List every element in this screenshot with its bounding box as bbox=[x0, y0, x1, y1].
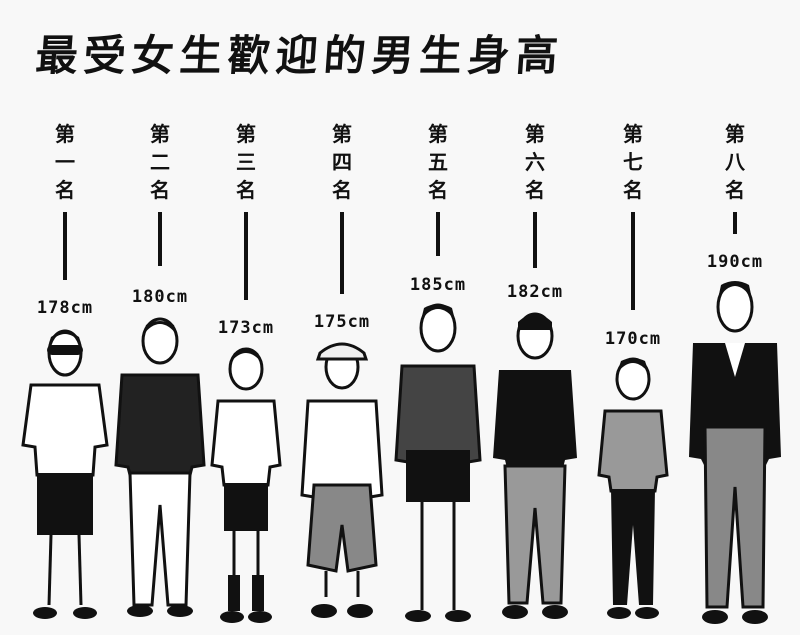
figure-7: 第七名 170cm bbox=[583, 0, 683, 635]
height-label: 190cm bbox=[706, 252, 764, 272]
height-label: 180cm bbox=[131, 287, 189, 307]
rank-label: 第三名 bbox=[236, 122, 256, 202]
rank-stem bbox=[158, 212, 162, 266]
rank-stem bbox=[63, 212, 67, 280]
rank-label: 第二名 bbox=[150, 122, 170, 202]
figure-3: 第三名 173cm bbox=[196, 0, 296, 635]
rank-stem bbox=[436, 212, 440, 256]
rank-label: 第一名 bbox=[55, 122, 75, 202]
figure-2: 第二名 180cm bbox=[110, 0, 210, 635]
figure-4: 第四名 175cm bbox=[292, 0, 392, 635]
figure-8: 第八名 190cm bbox=[685, 0, 785, 635]
height-label: 185cm bbox=[409, 275, 467, 295]
man-figure bbox=[300, 342, 384, 618]
figure-1: 第一名 178cm bbox=[15, 0, 115, 635]
height-label: 175cm bbox=[313, 312, 371, 332]
rank-label: 第六名 bbox=[525, 122, 545, 202]
rank-label: 第七名 bbox=[623, 122, 643, 202]
man-figure bbox=[114, 317, 206, 617]
height-label: 170cm bbox=[604, 329, 662, 349]
figure-5: 第五名 185cm bbox=[388, 0, 488, 635]
man-figure bbox=[21, 329, 109, 619]
rank-stem bbox=[733, 212, 737, 234]
man-figure bbox=[597, 357, 669, 619]
height-label: 178cm bbox=[36, 298, 94, 318]
rank-stem bbox=[533, 212, 537, 268]
rank-stem bbox=[244, 212, 248, 300]
figure-6: 第六名 182cm bbox=[485, 0, 585, 635]
man-figure bbox=[689, 281, 781, 624]
height-label: 182cm bbox=[506, 282, 564, 302]
rank-label: 第八名 bbox=[725, 122, 745, 202]
rank-label: 第五名 bbox=[428, 122, 448, 202]
man-figure bbox=[210, 347, 282, 623]
man-figure bbox=[394, 303, 482, 622]
rank-stem bbox=[631, 212, 635, 310]
rank-label: 第四名 bbox=[332, 122, 352, 202]
man-figure bbox=[493, 312, 577, 619]
rank-stem bbox=[340, 212, 344, 294]
height-label: 173cm bbox=[217, 318, 275, 338]
